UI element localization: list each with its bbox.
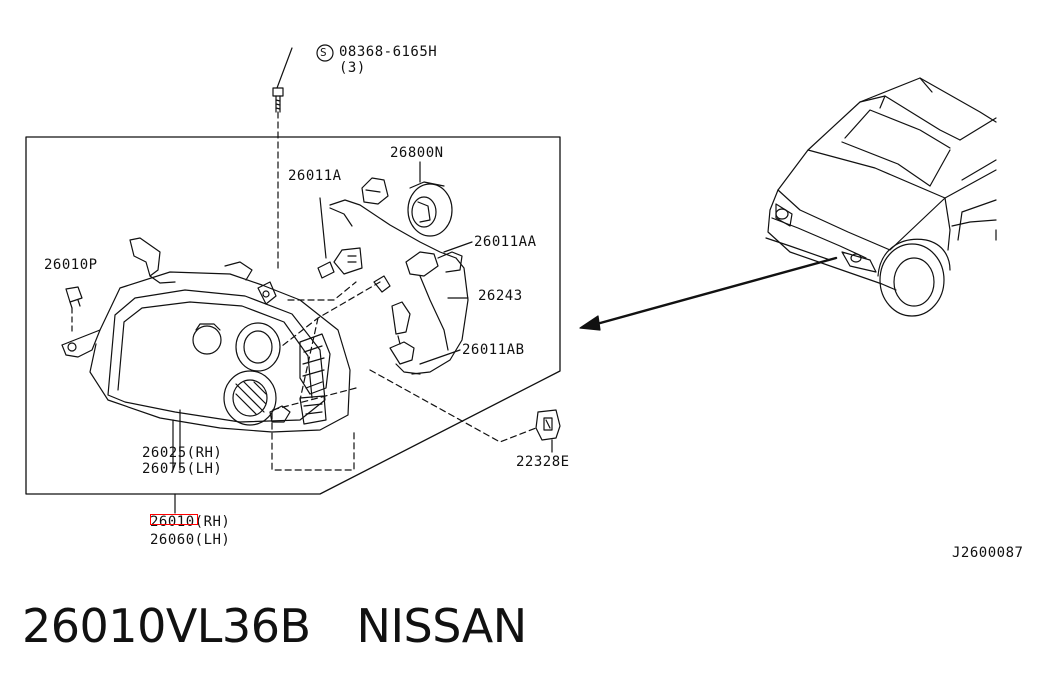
- callout-bolt-qty: (3): [339, 60, 366, 76]
- callout-26800n: 26800N: [390, 145, 444, 161]
- callout-26060-lh: 26060(LH): [150, 532, 231, 548]
- clip-icon: [65, 286, 83, 336]
- callout-bolt-part: 08368-6165H: [339, 44, 438, 60]
- cap-icon: [407, 181, 453, 237]
- callout-26010-rh: 26010(RH): [150, 514, 231, 530]
- callout-26075-lh: 26075(LH): [142, 461, 223, 477]
- callout-26010p: 26010P: [44, 257, 98, 273]
- callout-bolt-prefix: S: [320, 46, 328, 59]
- retainer-clip-icon: [535, 409, 561, 441]
- callout-22328e: 22328E: [516, 454, 570, 470]
- callout-26243: 26243: [478, 288, 523, 304]
- side-bulb-icon: [373, 275, 421, 375]
- highlight-box: [150, 514, 198, 525]
- part-number: 26010VL36B: [22, 599, 311, 653]
- callout-26011ab: 26011AB: [462, 342, 525, 358]
- brand-name: NISSAN: [356, 599, 528, 653]
- vehicle-illustration-icon: [765, 77, 997, 317]
- diagram-code: J2600087: [952, 545, 1024, 561]
- socket-icon: [405, 251, 469, 375]
- headlamp-housing-icon: [61, 237, 351, 433]
- location-arrow-icon: [579, 256, 838, 331]
- callout-26011aa: 26011AA: [474, 234, 537, 250]
- bulb-icon: [317, 197, 363, 279]
- bolt-icon: [272, 44, 334, 113]
- assembly-frame: [25, 136, 561, 495]
- part-title: 26010VL36B NISSAN: [22, 598, 527, 654]
- callout-26025-rh: 26025(RH): [142, 445, 223, 461]
- callout-26011a: 26011A: [288, 168, 342, 184]
- wire-harness-icon: [329, 177, 457, 259]
